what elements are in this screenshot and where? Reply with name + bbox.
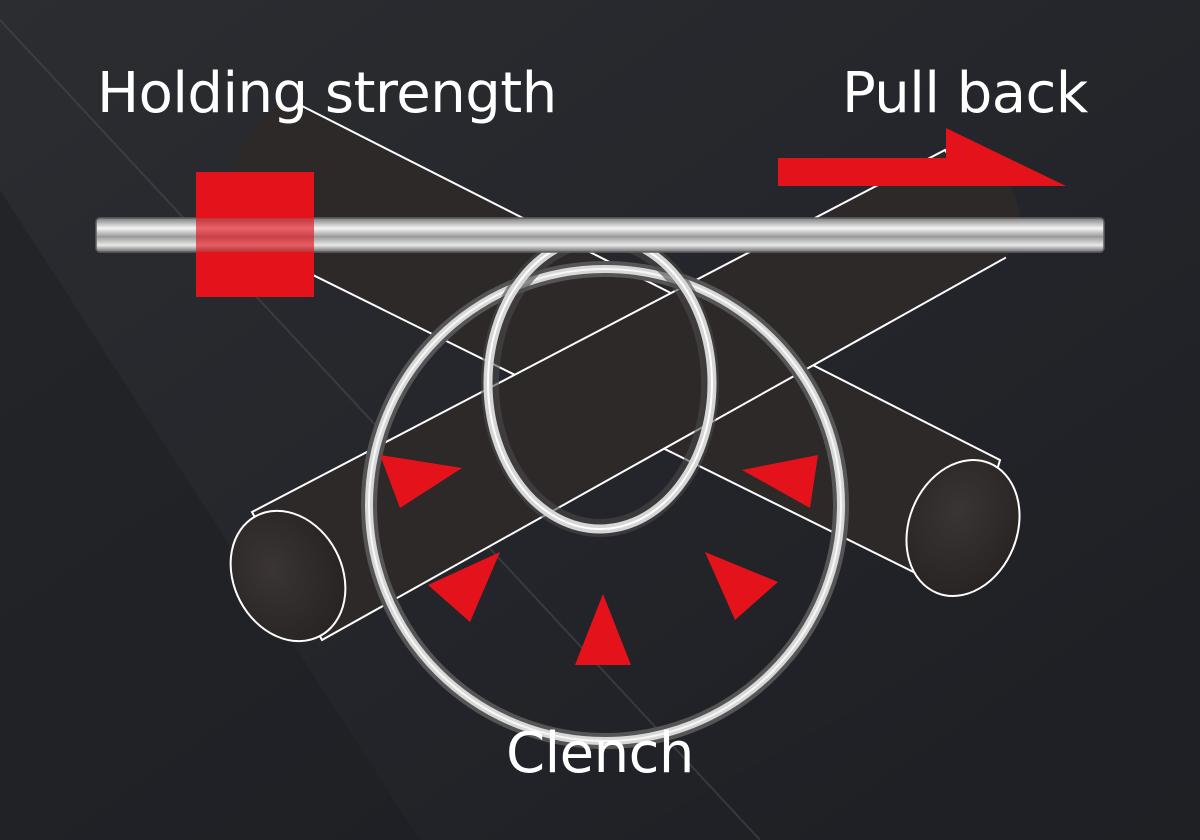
pull-back-label: Pull back xyxy=(842,61,1088,126)
back-rod-end-cap xyxy=(905,459,1021,597)
clench-arrow-icon xyxy=(742,455,818,508)
clench-arrow-icon xyxy=(705,552,778,620)
clench-arrow-icon xyxy=(428,552,500,622)
straight-wire xyxy=(95,217,1105,253)
pull-back-arrow-icon xyxy=(778,128,1066,186)
holding-strength-label: Holding strength xyxy=(97,61,557,126)
clench-arrow-icon xyxy=(380,455,462,508)
wire-under-clamp xyxy=(196,218,314,252)
background-facet xyxy=(620,520,1200,840)
front-rod-end-cap xyxy=(229,509,347,643)
clench-loop xyxy=(361,261,849,749)
clench-label: Clench xyxy=(506,721,694,786)
background-facet xyxy=(0,190,420,840)
clench-arrow-icon xyxy=(575,594,631,665)
